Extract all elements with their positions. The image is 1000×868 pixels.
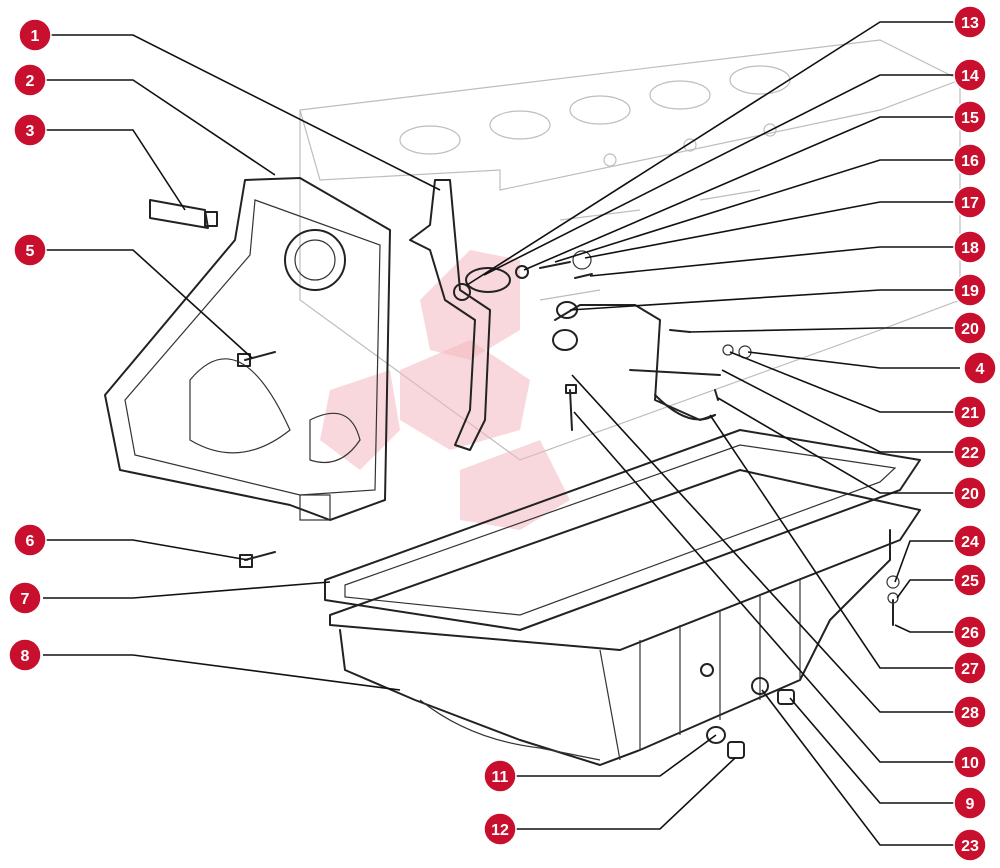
callout-25: 25	[953, 563, 987, 597]
svg-text:6: 6	[26, 533, 35, 550]
svg-text:24: 24	[961, 534, 979, 551]
engine-block-ghost	[299, 39, 961, 461]
svg-text:15: 15	[961, 110, 979, 127]
svg-text:5: 5	[26, 243, 35, 260]
callout-16: 16	[953, 143, 987, 177]
callout-9: 9	[953, 786, 987, 820]
callout-22: 22	[953, 435, 987, 469]
callout-11: 11	[483, 759, 517, 793]
sealant-tube	[149, 199, 218, 229]
svg-text:20: 20	[961, 486, 979, 503]
svg-text:1: 1	[31, 28, 40, 45]
svg-text:9: 9	[966, 796, 975, 813]
cover-gasket	[409, 179, 491, 451]
callout-badges: 1 2 3 5 6 7 8 13 14 15 16 17 18 19 20 4 …	[8, 5, 997, 862]
svg-text:12: 12	[491, 822, 509, 839]
svg-text:26: 26	[961, 625, 979, 642]
timing-cover	[104, 177, 391, 521]
callout-24: 24	[953, 524, 987, 558]
oil-pan-gasket	[324, 429, 921, 631]
watermark-logo	[320, 250, 570, 530]
callout-18: 18	[953, 230, 987, 264]
callout-10: 10	[953, 745, 987, 779]
callout-27: 27	[953, 651, 987, 685]
callout-7: 7	[8, 581, 42, 615]
svg-text:20: 20	[961, 321, 979, 338]
svg-text:18: 18	[961, 240, 979, 257]
callout-28: 28	[953, 695, 987, 729]
callout-21: 21	[953, 395, 987, 429]
callout-5: 5	[13, 233, 47, 267]
svg-text:27: 27	[961, 661, 979, 678]
oil-pan	[329, 469, 921, 766]
callout-2: 2	[13, 63, 47, 97]
svg-text:10: 10	[961, 755, 979, 772]
callout-15: 15	[953, 100, 987, 134]
callout-12: 12	[483, 812, 517, 846]
callout-13: 13	[953, 5, 987, 39]
svg-text:23: 23	[961, 838, 979, 855]
callout-20-lower: 20	[953, 476, 987, 510]
callout-1: 1	[18, 18, 52, 52]
svg-text:4: 4	[976, 361, 985, 378]
callout-23: 23	[953, 828, 987, 862]
svg-text:22: 22	[961, 445, 979, 462]
svg-text:28: 28	[961, 705, 979, 722]
svg-text:13: 13	[961, 15, 979, 32]
svg-text:21: 21	[961, 405, 979, 422]
callout-6: 6	[13, 523, 47, 557]
svg-text:16: 16	[961, 153, 979, 170]
svg-text:14: 14	[961, 68, 979, 85]
callout-17: 17	[953, 185, 987, 219]
drain-plugs	[706, 689, 795, 759]
callout-26: 26	[953, 615, 987, 649]
callout-20-upper: 20	[953, 311, 987, 345]
svg-text:8: 8	[21, 648, 30, 665]
callout-19: 19	[953, 273, 987, 307]
callout-4: 4	[963, 351, 997, 385]
svg-text:17: 17	[961, 195, 979, 212]
svg-text:11: 11	[492, 769, 509, 786]
callout-3: 3	[13, 113, 47, 147]
bolts	[237, 351, 900, 626]
svg-text:7: 7	[21, 591, 30, 608]
svg-text:25: 25	[961, 573, 979, 590]
svg-text:3: 3	[26, 123, 35, 140]
callout-8: 8	[8, 638, 42, 672]
svg-text:2: 2	[26, 73, 35, 90]
callout-14: 14	[953, 58, 987, 92]
svg-text:19: 19	[961, 283, 979, 300]
leader-lines	[43, 21, 960, 846]
